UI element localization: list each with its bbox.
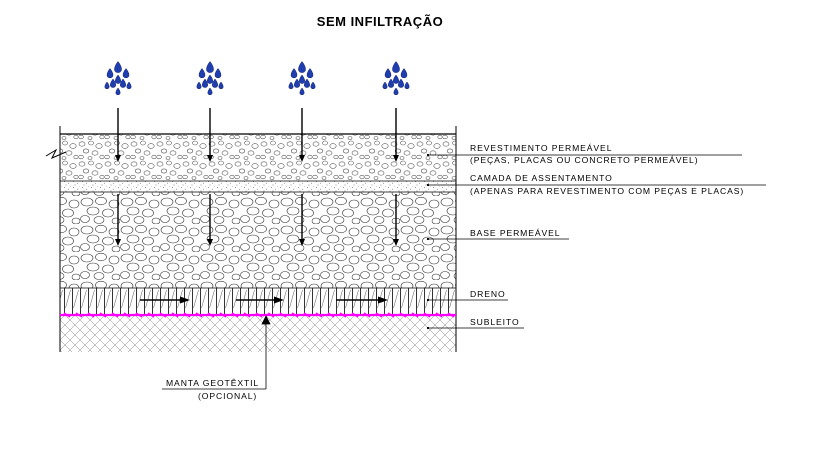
raindrop-icon bbox=[207, 87, 213, 96]
label-revestimento-title: REVESTIMENTO PERMEÁVEL bbox=[470, 143, 612, 153]
layer-subleito bbox=[60, 316, 456, 352]
raindrop-icon bbox=[122, 68, 130, 79]
infiltration-arrow bbox=[115, 108, 121, 246]
label-subleito-title: SUBLEITO bbox=[470, 317, 520, 327]
label-camada-note: (APENAS PARA REVESTIMENTO COM PEÇAS E PL… bbox=[470, 186, 744, 196]
label-dreno-title: DRENO bbox=[470, 289, 506, 299]
raindrop-icon bbox=[404, 81, 410, 90]
geotextile-line bbox=[60, 312, 456, 318]
raindrop-icon bbox=[114, 61, 122, 73]
diagram-title: SEM INFILTRAÇÃO bbox=[317, 14, 443, 29]
raindrop-icon bbox=[299, 87, 305, 96]
raindrop-icon bbox=[207, 74, 213, 84]
raindrop-icon bbox=[104, 81, 110, 90]
layer-base bbox=[60, 192, 456, 288]
raindrop-icon bbox=[304, 78, 310, 88]
raindrop-icon bbox=[206, 61, 214, 73]
raindrop-icon bbox=[115, 74, 121, 84]
raindrop-icon bbox=[400, 68, 408, 79]
rain-cluster bbox=[288, 61, 316, 96]
raindrop-icon bbox=[110, 78, 116, 88]
raindrop-icon bbox=[299, 74, 305, 84]
raindrop-icon bbox=[214, 68, 222, 79]
raindrop-icon bbox=[196, 81, 202, 90]
raindrop-icon bbox=[288, 81, 294, 90]
label-manta-title: MANTA GEOTÊXTIL bbox=[166, 378, 259, 388]
infiltration-arrow bbox=[207, 108, 213, 246]
raindrop-icon bbox=[393, 74, 399, 84]
infiltration-arrow bbox=[393, 108, 399, 246]
drain-flow-arrows bbox=[140, 296, 388, 304]
raindrop-icon bbox=[120, 78, 126, 88]
drain-arrow bbox=[336, 296, 388, 304]
label-revestimento-note: (PEÇAS, PLACAS OU CONCRETO PERMEÁVEL) bbox=[470, 155, 698, 165]
drain-arrow bbox=[140, 296, 190, 304]
raindrop-icon bbox=[198, 68, 206, 79]
infiltration-arrow bbox=[299, 108, 305, 246]
raindrop-icon bbox=[212, 78, 218, 88]
raindrop-icon bbox=[306, 68, 314, 79]
layer-labels: REVESTIMENTO PERMEÁVEL (PEÇAS, PLACAS OU… bbox=[166, 143, 744, 401]
raindrop-icon bbox=[218, 81, 224, 90]
raindrop-icon bbox=[126, 81, 132, 90]
infiltration-arrows bbox=[115, 108, 399, 246]
rain-cluster bbox=[382, 61, 410, 96]
rain-cluster bbox=[196, 61, 224, 96]
raindrop-icon bbox=[392, 61, 400, 73]
rain-drops bbox=[104, 61, 410, 96]
break-symbol bbox=[45, 148, 67, 159]
raindrop-icon bbox=[298, 61, 306, 73]
layer-dreno bbox=[60, 288, 456, 314]
raindrop-icon bbox=[290, 68, 298, 79]
raindrop-icon bbox=[384, 68, 392, 79]
raindrop-icon bbox=[310, 81, 316, 90]
raindrop-icon bbox=[398, 78, 404, 88]
label-base-title: BASE PERMEÁVEL bbox=[470, 228, 560, 238]
label-leaders bbox=[162, 153, 766, 390]
raindrop-icon bbox=[393, 87, 399, 96]
raindrop-icon bbox=[202, 78, 208, 88]
layer-camada-assentamento bbox=[60, 181, 456, 192]
raindrop-icon bbox=[115, 87, 121, 96]
drain-arrow bbox=[236, 296, 284, 304]
layer-revestimento bbox=[60, 134, 456, 181]
label-camada-title: CAMADA DE ASSENTAMENTO bbox=[470, 173, 613, 183]
raindrop-icon bbox=[106, 68, 114, 79]
raindrop-icon bbox=[388, 78, 394, 88]
label-manta-note: (OPCIONAL) bbox=[198, 391, 257, 401]
raindrop-icon bbox=[382, 81, 388, 90]
rain-cluster bbox=[104, 61, 132, 96]
raindrop-icon bbox=[294, 78, 300, 88]
